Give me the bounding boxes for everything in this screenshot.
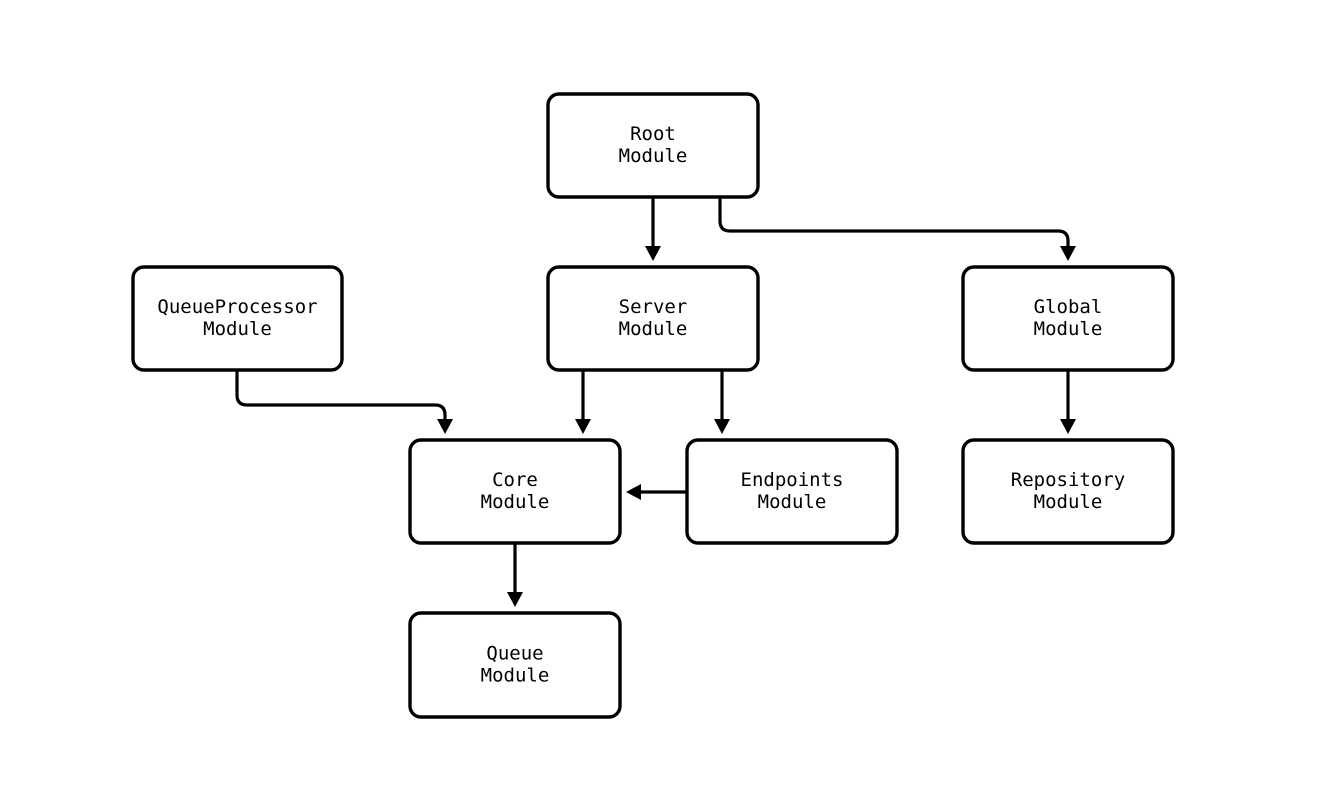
edge-endpoints-core	[626, 484, 687, 500]
edge-arrowhead	[507, 592, 523, 607]
node-box[interactable]	[408, 611, 622, 719]
edge-server-core	[575, 370, 591, 434]
edge-arrowhead	[437, 419, 453, 434]
node-label-secondary: Module	[1034, 491, 1103, 513]
node-box[interactable]	[546, 265, 760, 372]
node-box[interactable]	[546, 92, 760, 199]
node-box[interactable]	[961, 438, 1175, 545]
nodes-layer: RootModuleQueueProcessorModuleServerModu…	[131, 92, 1175, 719]
edge-arrowhead	[645, 246, 661, 261]
edge-root-server	[645, 197, 661, 261]
node-label-secondary: Module	[203, 318, 272, 340]
edge-arrowhead	[626, 484, 641, 500]
node-label-primary: Core	[492, 469, 538, 491]
edge-root-global	[718, 197, 1076, 261]
edge-arrowhead	[1060, 419, 1076, 434]
node-box[interactable]	[685, 438, 899, 545]
node-label-secondary: Module	[619, 318, 688, 340]
edge-server-endpoints	[714, 370, 730, 434]
edge-global-repository	[1060, 370, 1076, 434]
node-label-primary: Queue	[486, 643, 543, 665]
node-box[interactable]	[408, 438, 622, 545]
edge-line	[235, 370, 447, 419]
edge-arrowhead	[575, 419, 591, 434]
node-label-secondary: Module	[481, 491, 550, 513]
node-label-secondary: Module	[1034, 318, 1103, 340]
edge-arrowhead	[1060, 246, 1076, 261]
node-label-secondary: Module	[619, 145, 688, 167]
node-label-primary: Repository	[1011, 469, 1125, 491]
edge-line	[718, 197, 1070, 246]
node-label-primary: Root	[630, 123, 676, 145]
node-label-primary: QueueProcessor	[157, 296, 317, 318]
node-label-secondary: Module	[758, 491, 827, 513]
node-label-primary: Global	[1034, 296, 1103, 318]
node-label-primary: Endpoints	[741, 469, 844, 491]
edges-layer	[235, 197, 1076, 607]
node-label-primary: Server	[619, 296, 688, 318]
edge-core-queue	[507, 543, 523, 607]
edge-arrowhead	[714, 419, 730, 434]
node-label-secondary: Module	[481, 665, 550, 687]
node-box[interactable]	[131, 265, 344, 372]
node-box[interactable]	[961, 265, 1175, 372]
edge-queueproc-core	[235, 370, 453, 434]
